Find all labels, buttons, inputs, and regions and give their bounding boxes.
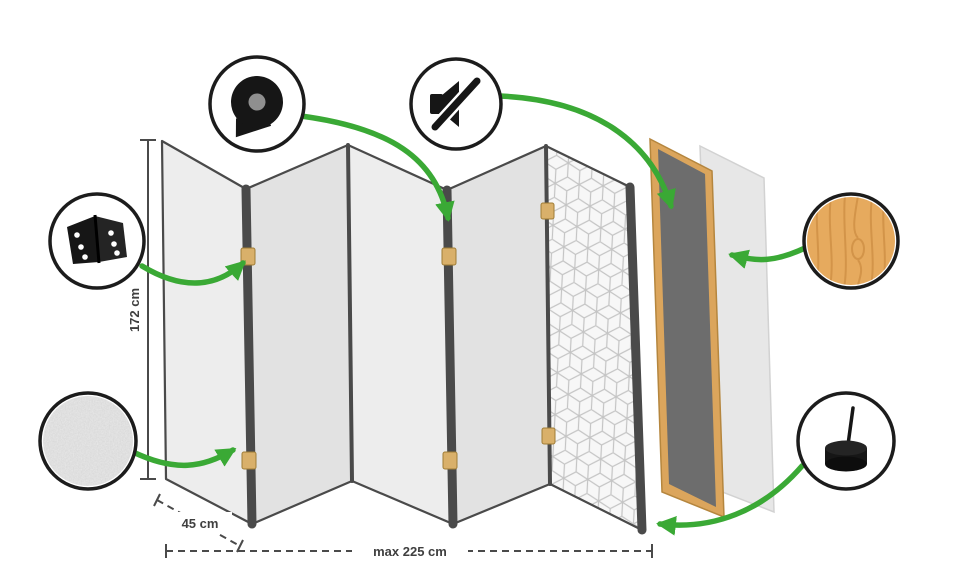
frame-panel <box>649 137 725 519</box>
arrow-hinge <box>139 260 246 286</box>
fabric-icon <box>38 391 138 491</box>
mute-icon <box>409 57 503 151</box>
hinge-block <box>241 451 257 470</box>
panel-width-dimension: 45 cm <box>153 493 244 553</box>
hinge-icon <box>48 192 146 290</box>
panel-3 <box>346 143 455 526</box>
arrow-mute <box>497 93 676 210</box>
hinge-block <box>540 202 555 220</box>
wood-icon <box>802 192 900 290</box>
foot-icon <box>796 391 896 491</box>
arrow-foot <box>656 463 805 536</box>
total-width-label: max 225 cm <box>373 544 447 559</box>
hinge-block <box>541 427 556 445</box>
panel-2 <box>244 143 354 526</box>
callout-arrows <box>130 93 808 536</box>
panel-width-label: 45 cm <box>182 516 219 531</box>
hinge-blocks <box>240 202 556 470</box>
arrow-tape <box>298 113 455 222</box>
height-dimension: 172 cm <box>127 139 156 480</box>
arrow-fabric <box>130 447 237 469</box>
tape-icon <box>208 55 306 153</box>
total-width-dimension: max 225 cm <box>165 540 653 562</box>
arrow-wood <box>728 245 808 269</box>
panel-4 <box>445 144 552 526</box>
hinge-block <box>441 247 457 266</box>
height-label: 172 cm <box>127 288 142 332</box>
hinge-block <box>442 451 458 470</box>
